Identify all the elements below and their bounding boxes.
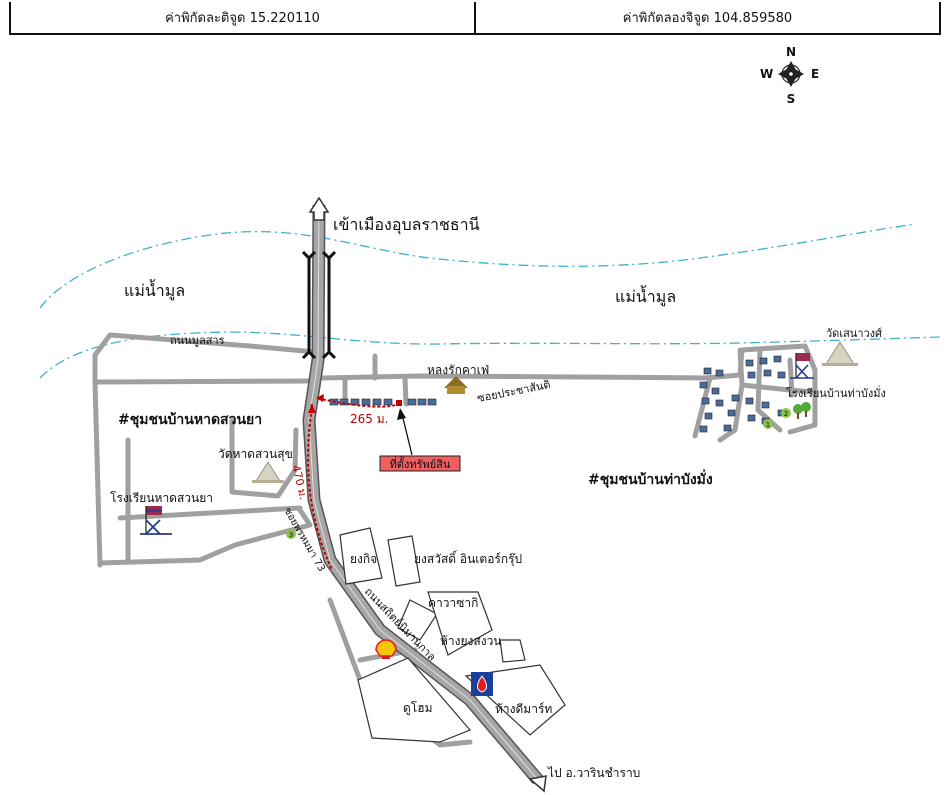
compass-s: S	[787, 92, 796, 106]
label-river-left: แม่น้ำมูล	[124, 279, 185, 301]
temple-icon	[252, 461, 284, 483]
label-road-moonsan: ถนนมูลสาร	[170, 334, 225, 347]
label-dist-265: 265 ม.	[350, 412, 388, 426]
svg-text:2: 2	[784, 410, 788, 418]
side-roads	[92, 332, 818, 748]
river-mun	[39, 223, 941, 379]
label-cafe: หลงรักคาเฟ่	[427, 363, 489, 377]
label-yongsawat: ยงสวัสดิ์ อินเตอร์กรุ๊ป	[414, 550, 522, 567]
distance-470	[307, 403, 333, 571]
ptt-station-icon	[471, 672, 493, 696]
marker-3: 3	[286, 529, 296, 539]
longitude-cell: ค่าพิกัดลองจิจูด 104.859580	[474, 2, 939, 33]
label-lane-prachasanti: ซอยประชาสันติ	[476, 378, 551, 405]
bridge	[301, 250, 337, 360]
label-kawasaki: คาวาซากิ	[428, 596, 478, 610]
house-icons-lane	[329, 398, 437, 406]
compass-rose-icon: N S W E	[760, 45, 819, 106]
property-label: ที่ตั้งทรัพย์สิน	[390, 456, 451, 471]
label-duhome: ดูโฮม	[403, 701, 432, 716]
label-to-city: เข้าเมืองอุบลราชธานี	[333, 215, 480, 235]
label-to-warin: ไป อ.วารินชำราบ	[547, 766, 640, 780]
label-hang-yongsuan: ห้างยงสงวน	[440, 634, 502, 648]
marker-1: 1	[763, 419, 773, 429]
property-pointer	[397, 408, 413, 456]
label-temple-right: วัดเสนาวงศ์	[826, 327, 882, 340]
school-flag-icon-right	[790, 353, 814, 379]
label-yongkij: ยงกิจ	[350, 552, 377, 566]
label-school-right: โรงเรียนบ้านท่าบังมั่ง	[786, 385, 886, 400]
label-community-right: #ชุมชนบ้านท่าบังมั่ง	[588, 469, 713, 488]
label-river-right: แม่น้ำมูล	[615, 285, 676, 307]
coordinates-bar: ค่าพิกัดละติจูด 15.220110 ค่าพิกัดลองจิจ…	[9, 2, 941, 35]
compass-e: E	[811, 67, 819, 81]
distance-265	[315, 394, 402, 408]
svg-text:3: 3	[289, 531, 293, 539]
label-school-left: โรงเรียนหาดสวนยา	[110, 491, 213, 505]
compass-n: N	[786, 45, 796, 59]
shell-station-icon	[375, 639, 397, 659]
house-icon	[444, 376, 468, 394]
label-hang-deemart: ห้างดีมาร์ท	[495, 702, 552, 716]
arrow-south-icon	[528, 775, 547, 793]
svg-text:1: 1	[766, 421, 770, 429]
temple-icon-right	[822, 341, 858, 366]
latitude-cell: ค่าพิกัดละติจูด 15.220110	[165, 11, 320, 26]
arrow-north-icon	[308, 196, 330, 221]
label-community-left: #ชุมชนบ้านหาดสวนยา	[118, 412, 262, 428]
main-road	[302, 204, 543, 785]
compass-w: W	[760, 67, 773, 81]
marker-2: 2	[781, 408, 791, 418]
property-box	[379, 455, 461, 472]
tree-icon	[793, 402, 811, 419]
label-temple-left: วัดหาดสวนสุข	[218, 447, 293, 462]
school-flag-icon	[140, 506, 172, 535]
